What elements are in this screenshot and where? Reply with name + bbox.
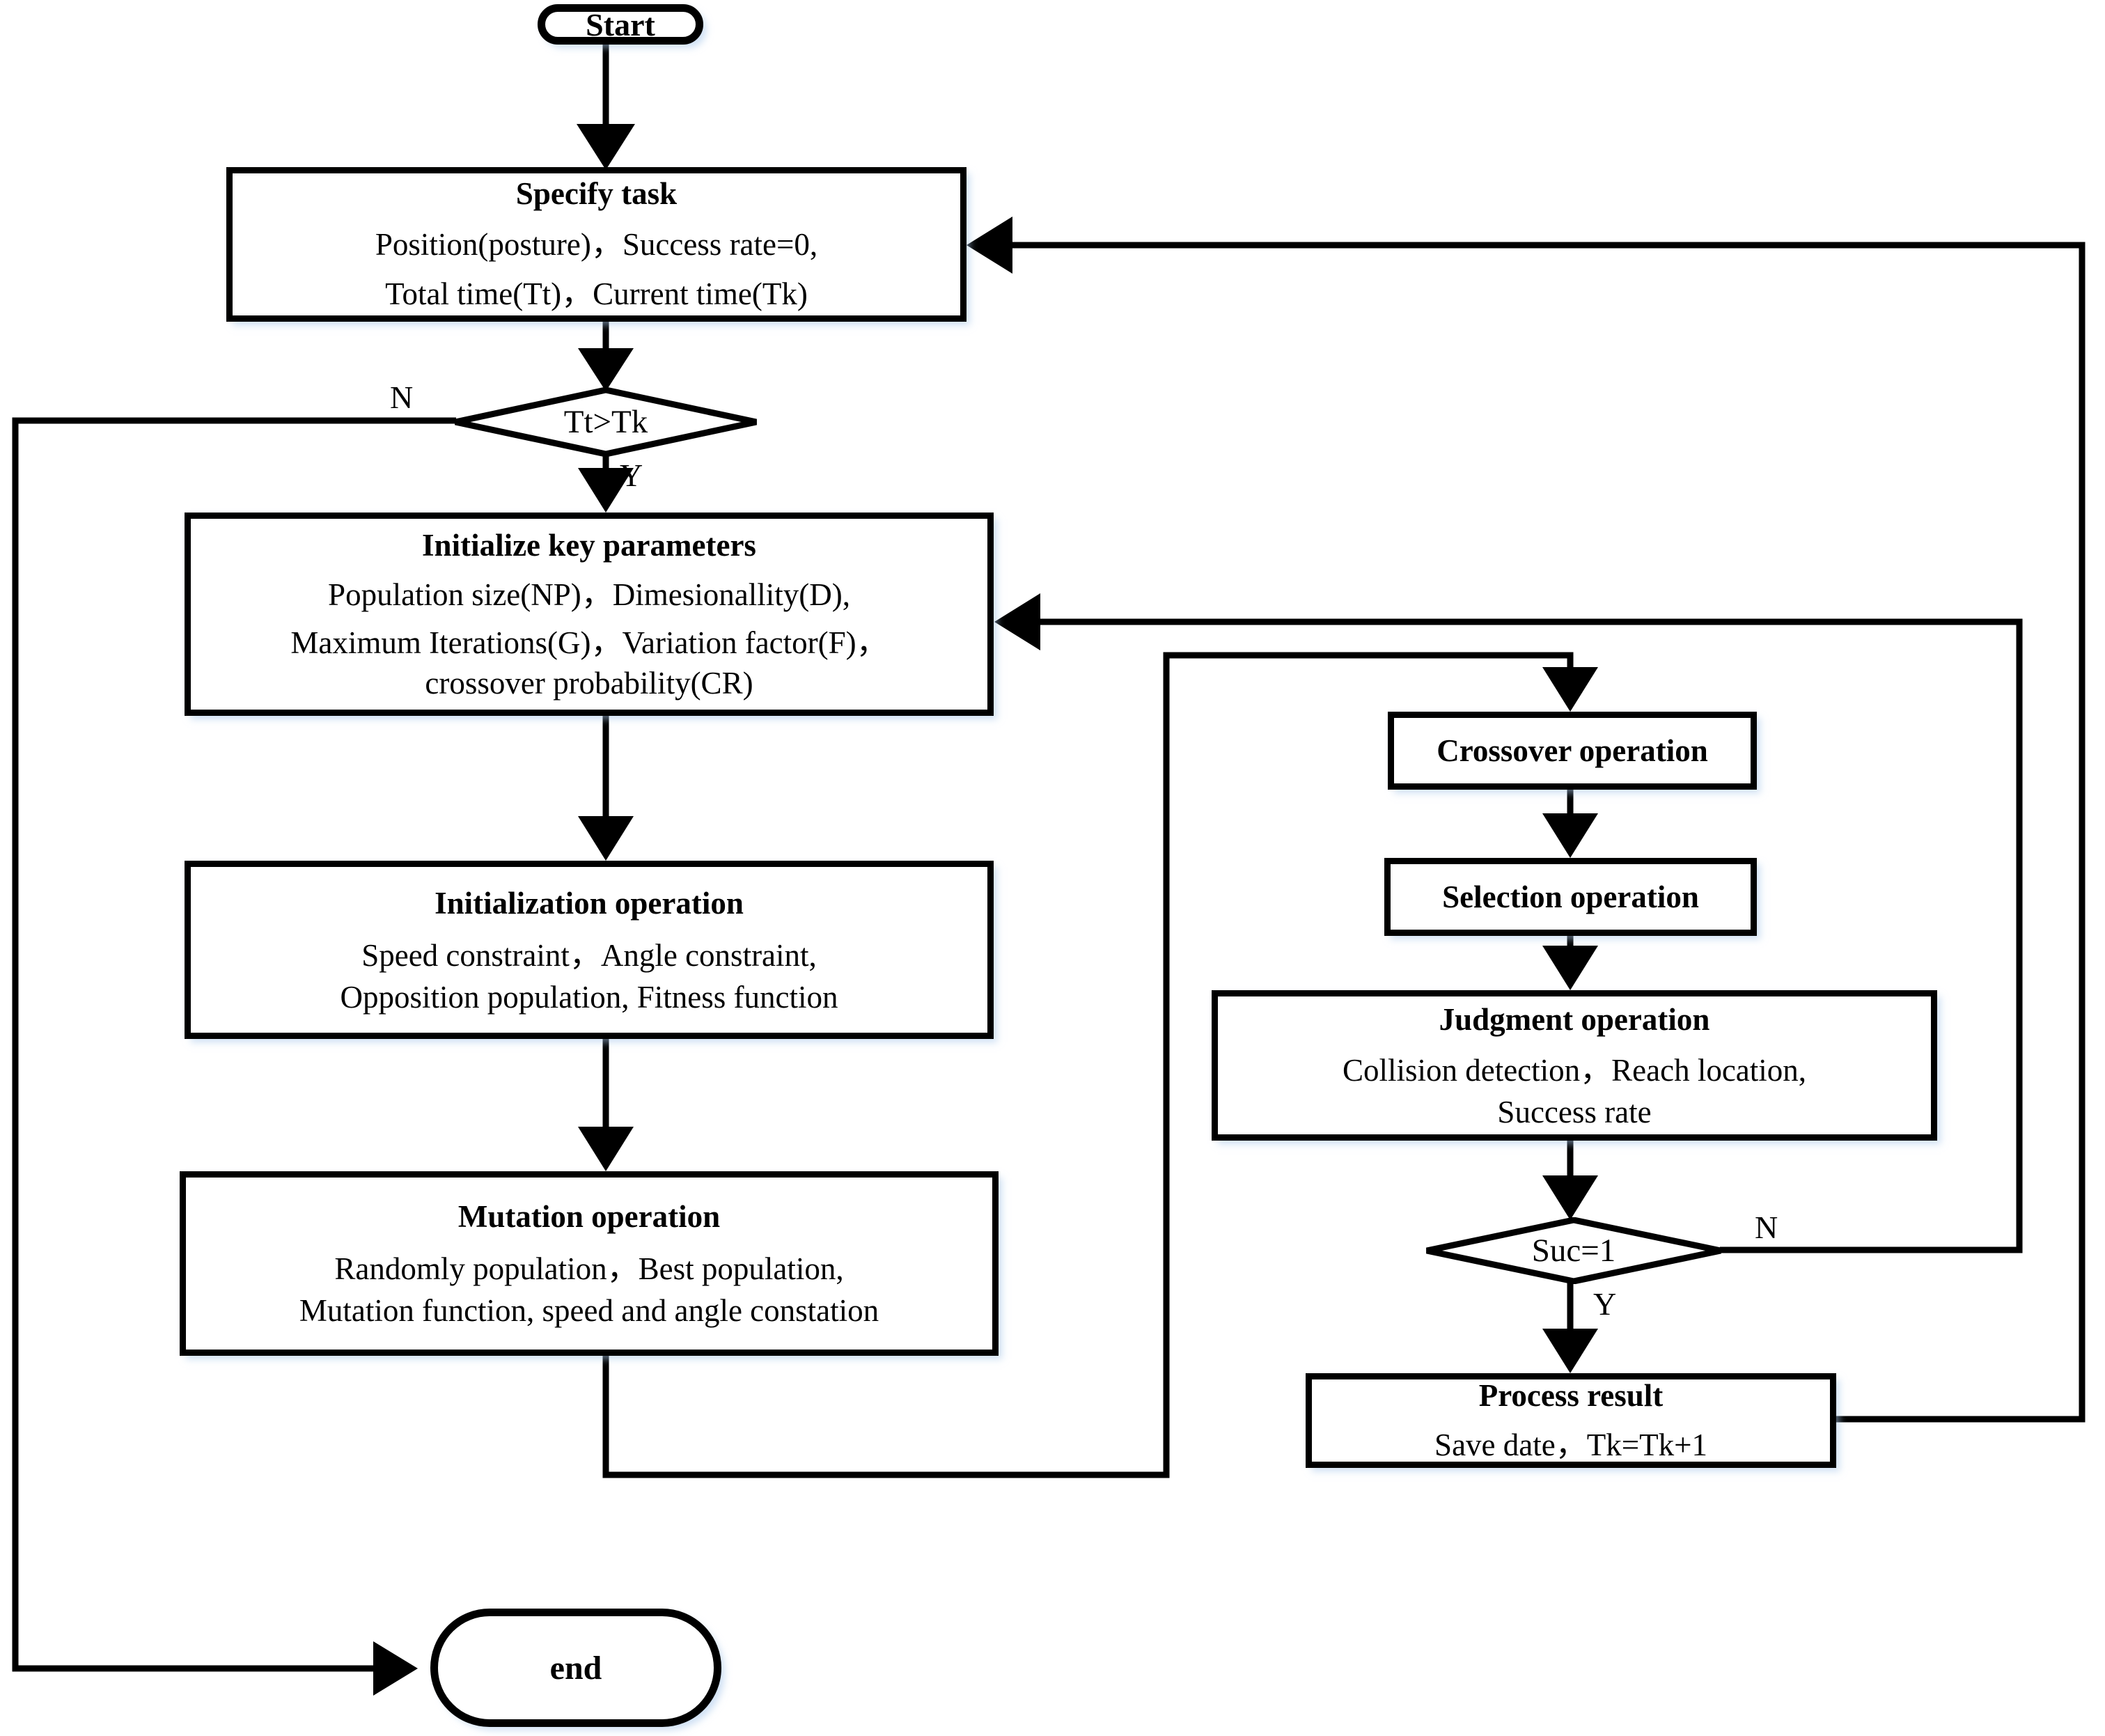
edge-start-to-specify-task: [577, 40, 635, 170]
node-process-result-line1: Save date，Tk=Tk+1: [1434, 1427, 1707, 1462]
node-init-operation-line1: Speed constraint，Angle constraint,: [361, 937, 817, 973]
edge-decision-success-no-to-init-params: [994, 593, 2023, 1253]
node-judgment-operation-line1: Collision detection，Reach location,: [1342, 1052, 1807, 1088]
node-end[interactable]: end: [430, 1609, 721, 1727]
node-specify-task-line2: Total time(Tt)，Current time(Tk): [385, 276, 808, 311]
edge-process-result-to-specify-task: [967, 217, 2086, 1423]
node-decision-success[interactable]: [1424, 1217, 1723, 1284]
node-init-params-line1: Population size(NP)，Dimesionallity(D),: [328, 577, 850, 612]
node-mutation-operation-title: Mutation operation: [457, 1199, 721, 1234]
edge-init-params-to-init-operation: [578, 716, 634, 861]
node-init-operation-title: Initialization operation: [435, 885, 744, 921]
node-init-params[interactable]: Initialize key parameters Population siz…: [185, 513, 994, 716]
edge-label-decision-success-no: N: [1755, 1210, 1778, 1245]
node-judgment-operation-line2: Success rate: [1497, 1094, 1652, 1129]
node-selection-operation[interactable]: Selection operation: [1384, 858, 1757, 936]
node-specify-task[interactable]: Specify task Position(posture)，Success r…: [226, 167, 967, 322]
node-judgment-operation[interactable]: Judgment operation Collision detection，R…: [1212, 990, 1937, 1141]
node-mutation-operation-line1: Randomly population，Best population,: [334, 1251, 844, 1286]
node-start-label: Start: [586, 6, 655, 42]
node-init-operation[interactable]: Initialization operation Speed constrain…: [185, 861, 994, 1039]
edge-selection-operation-to-judgment-operation: [1542, 935, 1598, 990]
edge-init-operation-to-mutation-operation: [578, 1039, 634, 1171]
node-process-result-title: Process result: [1478, 1377, 1664, 1413]
node-mutation-operation-line2: Mutation function, speed and angle const…: [299, 1293, 879, 1328]
node-init-params-line3: crossover probability(CR): [425, 666, 753, 701]
edge-mutation-operation-to-crossover-operation: [602, 652, 1598, 1478]
node-decision-time-label: Tt>Tk: [563, 404, 648, 440]
edge-label-decision-time-yes: Y: [620, 458, 643, 493]
node-crossover-operation[interactable]: Crossover operation: [1388, 712, 1757, 790]
edge-judgment-operation-to-decision-success: [1542, 1140, 1598, 1220]
edge-decision-success-yes-to-process-result: [1542, 1281, 1598, 1373]
node-init-params-line2: Maximum Iterations(G)，Variation factor(F…: [290, 625, 888, 660]
node-init-operation-line2: Opposition population, Fitness function: [340, 979, 838, 1015]
node-crossover-operation-title: Crossover operation: [1437, 733, 1708, 768]
node-decision-success-label: Suc=1: [1531, 1233, 1616, 1269]
edge-label-decision-time-no: N: [390, 380, 414, 415]
node-judgment-operation-title: Judgment operation: [1439, 1001, 1710, 1037]
node-mutation-operation[interactable]: Mutation operation Randomly population，B…: [180, 1171, 999, 1356]
node-start[interactable]: Start: [538, 4, 703, 45]
edge-label-decision-success-yes: Y: [1593, 1286, 1617, 1322]
edge-crossover-operation-to-selection-operation: [1542, 788, 1598, 858]
node-end-label: end: [549, 1649, 602, 1687]
node-specify-task-title: Specify task: [515, 176, 678, 211]
node-init-params-title: Initialize key parameters: [422, 528, 756, 563]
node-decision-time[interactable]: [453, 387, 759, 457]
edge-decision-time-yes-to-init-params: [578, 454, 634, 513]
edge-decision-time-no-to-end: [12, 417, 456, 1696]
node-selection-operation-title: Selection operation: [1442, 879, 1699, 914]
node-specify-task-line1: Position(posture)，Success rate=0,: [375, 227, 818, 262]
node-process-result[interactable]: Process result Save date，Tk=Tk+1: [1306, 1373, 1836, 1468]
edge-specify-task-to-decision-time: [578, 322, 634, 391]
